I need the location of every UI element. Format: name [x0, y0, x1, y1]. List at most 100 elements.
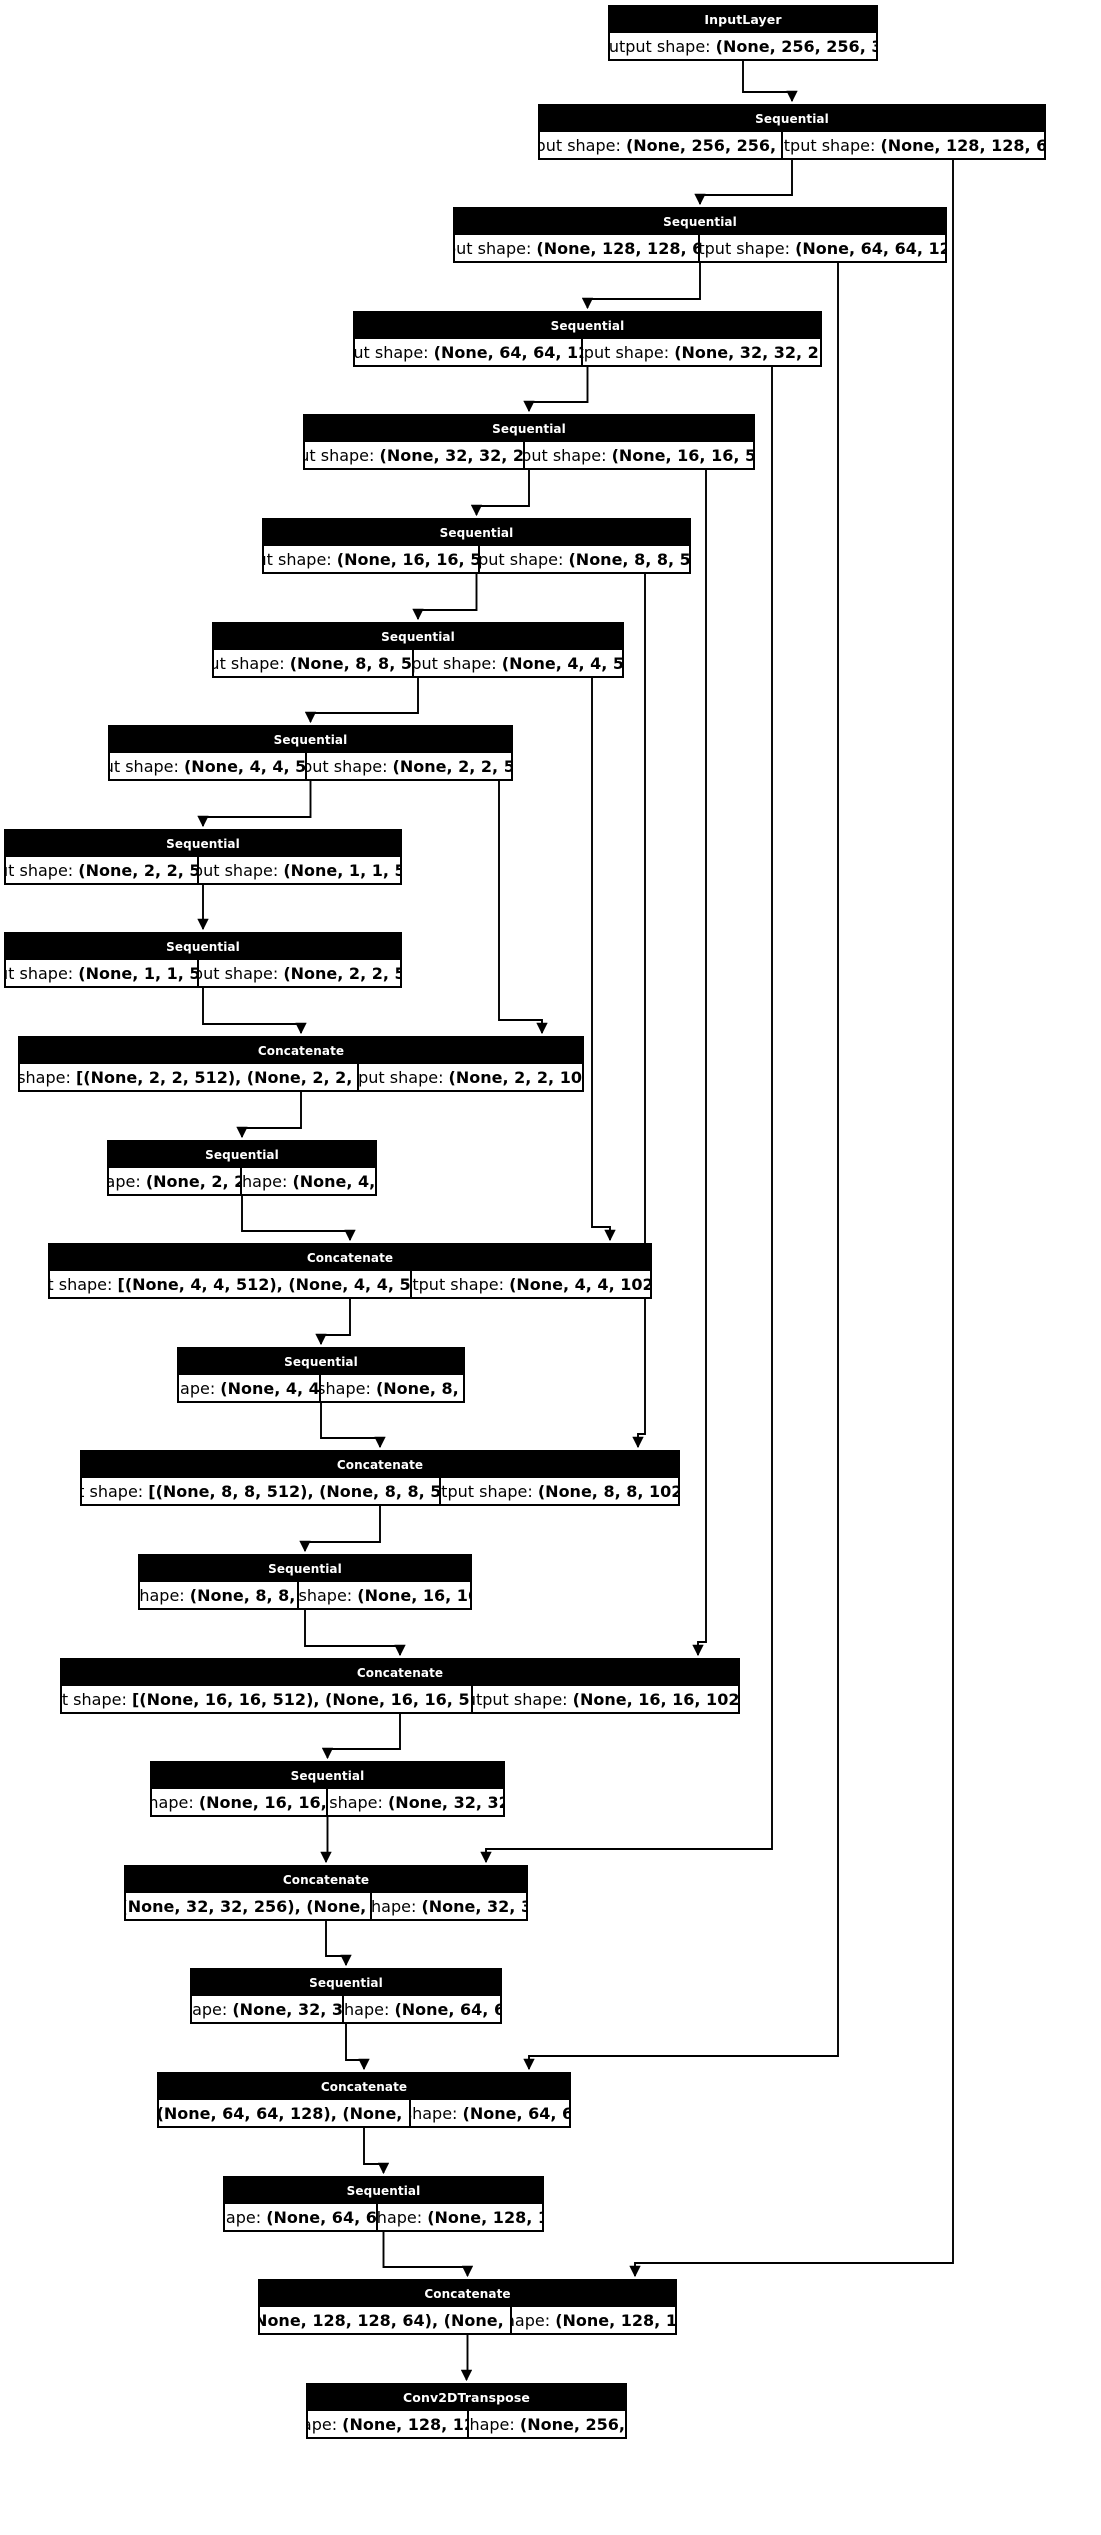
output-shape: Output shape: (None, 8, 8, 1024)	[439, 1478, 678, 1504]
node-shape-row: Input shape: (None, 2, 2, 1024)Output sh…	[109, 1168, 375, 1194]
output-shape: Output shape: (None, 64, 64, 128)	[341, 1996, 500, 2022]
input-shape-label: Input shape:	[308, 2414, 338, 2434]
node-sequential: SequentialInput shape: (None, 32, 32, 25…	[303, 414, 755, 470]
input-shape: Input shape: (None, 2, 2, 1024)	[109, 1168, 240, 1194]
node-concatenate: ConcatenateInput shape: [(None, 8, 8, 51…	[80, 1450, 680, 1506]
node-title: Concatenate	[159, 2074, 569, 2100]
node-sequential: SequentialInput shape: (None, 4, 4, 1024…	[177, 1347, 465, 1403]
output-shape-label: Output shape:	[344, 1999, 390, 2019]
node-title: Sequential	[152, 1763, 503, 1789]
output-shape-value: (None, 4, 4, 512)	[292, 1171, 375, 1191]
node-title: Concatenate	[82, 1452, 678, 1478]
node-title: Sequential	[455, 209, 945, 235]
node-shape-row: Input shape: [(None, 64, 64, 128), (None…	[159, 2100, 569, 2126]
input-shape: Input shape: (None, 32, 32, 512)	[192, 1996, 342, 2022]
edge	[742, 61, 798, 103]
output-shape-value: (None, 16, 16, 512)	[611, 445, 753, 465]
input-shape-label: Input shape:	[152, 1792, 194, 1812]
input-shape-value: (None, 16, 16, 1024)	[198, 1792, 326, 1812]
output-shape-label: Output shape:	[319, 1378, 371, 1398]
output-shape-value: (None, 64, 64, 128)	[394, 1999, 500, 2019]
input-shape-value: (None, 128, 128, 128)	[342, 2414, 467, 2434]
node-sequential: SequentialInput shape: (None, 16, 16, 10…	[150, 1761, 505, 1817]
output-shape-value: (None, 2, 2, 1024)	[448, 1067, 582, 1087]
edge	[345, 2024, 370, 2071]
input-shape-value: (None, 4, 4, 1024)	[220, 1378, 320, 1398]
output-shape-value: (None, 256, 256, 3)	[715, 36, 876, 56]
input-shape-value: (None, 64, 64, 128)	[433, 342, 581, 362]
edge	[692, 470, 707, 1657]
output-shape: Output shape: (None, 64, 64, 256)	[408, 2100, 569, 2126]
input-shape-label: Input shape:	[109, 1171, 141, 1191]
input-shape-label: Input shape:	[6, 963, 74, 983]
output-shape-label: Output shape:	[473, 1689, 568, 1709]
node-title: Conv2DTranspose	[308, 2385, 625, 2411]
input-shape-label: Input shape:	[50, 1274, 113, 1294]
edge	[315, 1299, 351, 1346]
node-title: Sequential	[6, 934, 400, 960]
input-shape-label: Input shape:	[6, 860, 74, 880]
input-shape: Input shape: [(None, 64, 64, 128), (None…	[159, 2100, 409, 2126]
input-shape-label: Input shape:	[20, 1067, 71, 1087]
output-shape-label: Output shape:	[698, 238, 790, 258]
node-title: Sequential	[6, 831, 400, 857]
input-shape-value: [(None, 32, 32, 256), (None, 32, 32, 256…	[126, 1896, 370, 1916]
node-shape-row: Input shape: [(None, 32, 32, 256), (None…	[126, 1893, 526, 1919]
node-shape-row: Output shape: (None, 256, 256, 3)	[610, 33, 876, 59]
output-shape: Output shape: (None, 8, 8, 512)	[319, 1375, 463, 1401]
node-concatenate: ConcatenateInput shape: [(None, 128, 128…	[258, 2279, 677, 2335]
output-shape-value: (None, 16, 16, 512)	[357, 1585, 470, 1605]
node-shape-row: Input shape: (None, 16, 16, 1024)Output …	[152, 1789, 503, 1815]
input-shape-label: Input shape:	[225, 2207, 262, 2227]
output-shape-value: (None, 8, 8, 512)	[568, 549, 689, 569]
node-sequential: SequentialInput shape: (None, 1, 1, 512)…	[4, 932, 402, 988]
edge	[299, 1506, 381, 1553]
node-shape-row: Input shape: [(None, 128, 128, 64), (Non…	[260, 2307, 675, 2333]
input-shape: Input shape: (None, 4, 4, 1024)	[179, 1375, 319, 1401]
edge	[412, 574, 478, 621]
edge	[629, 160, 954, 2278]
node-title: Concatenate	[50, 1245, 650, 1271]
input-shape-value: [(None, 8, 8, 512), (None, 8, 8, 512)]	[148, 1481, 439, 1501]
input-shape-value: [(None, 128, 128, 64), (None, 128, 128, …	[260, 2310, 510, 2330]
input-shape-value: [(None, 4, 4, 512), (None, 4, 4, 512)]	[117, 1274, 410, 1294]
node-shape-row: Input shape: (None, 2, 2, 512)Output sha…	[6, 857, 400, 883]
node-title: Sequential	[179, 1349, 463, 1375]
node-title: Sequential	[214, 624, 622, 650]
output-shape-value: (None, 2, 2, 512)	[392, 756, 511, 776]
node-title: Sequential	[540, 106, 1044, 132]
input-shape-value: (None, 8, 8, 1024)	[189, 1585, 297, 1605]
output-shape: Output shape: (None, 32, 32, 256)	[325, 1789, 503, 1815]
input-shape: Input shape: (None, 4, 4, 512)	[110, 753, 305, 779]
output-shape: Output shape: (None, 1, 1, 512)	[197, 857, 400, 883]
input-shape: Input shape: (None, 256, 256, 3)	[540, 132, 781, 158]
node-sequential: SequentialInput shape: (None, 64, 64, 12…	[353, 311, 822, 367]
node-shape-row: Input shape: (None, 32, 32, 256)Output s…	[305, 442, 753, 468]
output-shape-label: Output shape:	[469, 2414, 515, 2434]
output-shape-value: (None, 64, 64, 128)	[795, 238, 945, 258]
input-shape: Input shape: (None, 64, 64, 128)	[355, 339, 581, 365]
input-shape-label: Input shape:	[179, 1378, 216, 1398]
input-shape: Input shape: [(None, 32, 32, 256), (None…	[126, 1893, 370, 1919]
output-shape-label: Output shape:	[199, 860, 279, 880]
input-shape-value: (None, 32, 32, 512)	[232, 1999, 341, 2019]
node-shape-row: Input shape: (None, 128, 128, 64)Output …	[455, 235, 945, 261]
node-title: InputLayer	[610, 7, 876, 33]
input-shape: Input shape: [(None, 8, 8, 512), (None, …	[82, 1478, 439, 1504]
output-shape: Output shape: (None, 4, 4, 1024)	[409, 1271, 650, 1297]
input-shape: Input shape: (None, 8, 8, 1024)	[140, 1582, 297, 1608]
input-shape-value: (None, 8, 8, 512)	[289, 653, 412, 673]
output-shape: Output shape: (None, 256, 256, 3)	[610, 33, 876, 59]
input-shape: Input shape: (None, 16, 16, 1024)	[152, 1789, 326, 1815]
node-shape-row: Input shape: (None, 64, 64, 256)Output s…	[225, 2204, 542, 2230]
output-shape-value: (None, 128, 128, 64)	[427, 2207, 542, 2227]
node-sequential: SequentialInput shape: (None, 4, 4, 512)…	[108, 725, 513, 781]
output-shape-value: (None, 16, 16, 1024)	[572, 1689, 738, 1709]
node-inputlayer: InputLayerOutput shape: (None, 256, 256,…	[608, 5, 878, 61]
edge	[304, 678, 419, 724]
output-shape-label: Output shape:	[298, 1585, 353, 1605]
output-shape-label: Output shape:	[512, 2310, 551, 2330]
edge	[197, 781, 312, 828]
node-title: Concatenate	[260, 2281, 675, 2307]
input-shape: Input shape: [(None, 16, 16, 512), (None…	[62, 1686, 471, 1712]
